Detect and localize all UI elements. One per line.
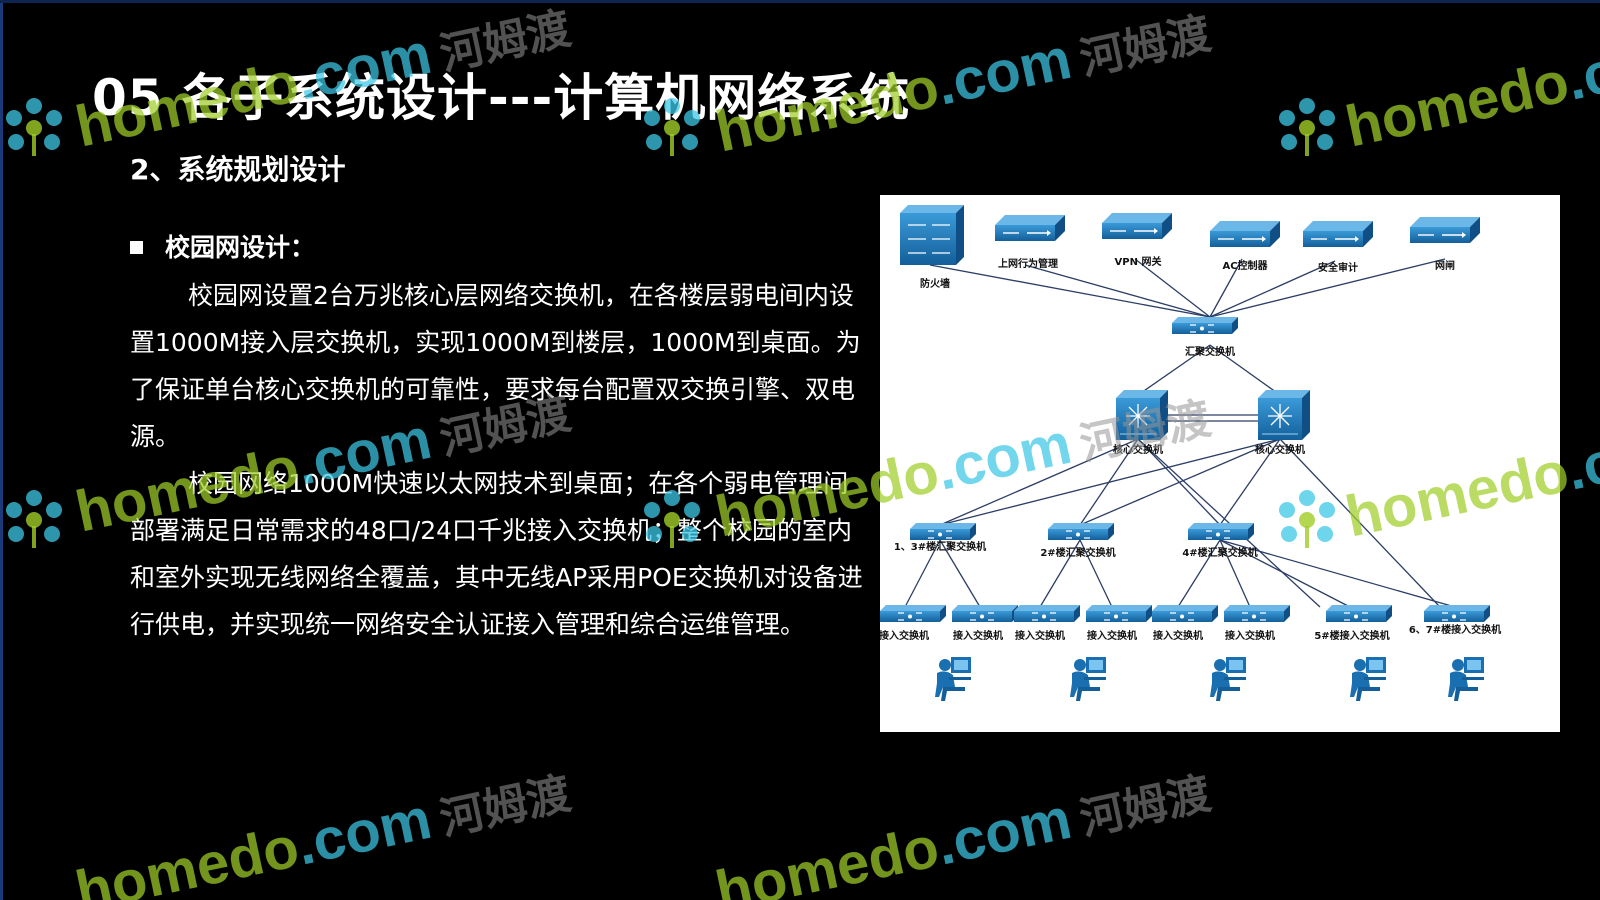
section-subtitle: 2、系统规划设计: [130, 153, 346, 186]
label-aggregation-switch: 汇聚交换机: [1185, 345, 1235, 358]
label-floor-agg-2: 2#楼汇聚交换机: [1040, 546, 1115, 559]
watermark-logo-1-icon: [6, 98, 62, 156]
bullet-heading-text: 校园网设计：: [165, 233, 316, 262]
label-security-audit: 安全审计: [1318, 261, 1358, 274]
access-switch-2: [951, 604, 1019, 623]
access-switch-3: [1013, 604, 1081, 623]
label-access-7: 5#楼接入交换机: [1314, 629, 1389, 642]
user-workstation-3-icon: [1210, 657, 1246, 701]
gatekeeper-device: [1409, 216, 1481, 244]
label-core-switch-2: 核心交换机: [1255, 443, 1305, 456]
paragraph-2: 校园网络1000M快速以太网技术到桌面；在各个弱电管理间部署满足日常需求的48口…: [130, 469, 863, 639]
user-workstation-1-icon: [935, 657, 971, 701]
slide-title: 05 各子系统设计---计算机网络系统: [92, 69, 911, 127]
label-access-8: 6、7#楼接入交换机: [1409, 623, 1501, 636]
access-switch-5: [1151, 604, 1219, 623]
topology-svg: 防火墙 上网行为管理 VPN 网关 AC控制器 安全审计 网闸 汇聚交换机 核心…: [880, 205, 1501, 701]
aggregation-switch: [1171, 316, 1239, 335]
slide-top-border: [0, 0, 1600, 3]
body-text: 校园网设置2台万兆核心层网络交换机，在各楼层弱电间内设置1000M接入层交换机，…: [130, 272, 865, 648]
security-audit-device: [1302, 220, 1374, 248]
watermark-8: homedo.com河姆渡: [710, 769, 1216, 900]
floor-agg-switch-1: [909, 522, 977, 541]
watermark-3: homedo.com: [1340, 20, 1600, 160]
label-access-6: 接入交换机: [1225, 629, 1275, 642]
label-access-1: 接入交换机: [880, 629, 929, 642]
network-topology-diagram: 防火墙 上网行为管理 VPN 网关 AC控制器 安全审计 网闸 汇聚交换机 核心…: [880, 195, 1560, 732]
slide-left-border: [0, 0, 3, 900]
watermark-7: homedo.com河姆渡: [70, 769, 576, 900]
label-vpn-gateway: VPN 网关: [1115, 255, 1162, 268]
bullet-square-icon: [130, 240, 143, 254]
bullet-heading: 校园网设计：: [130, 228, 315, 264]
watermark-logo-3-icon: [1279, 98, 1335, 156]
user-workstation-5-icon: [1448, 657, 1484, 701]
user-workstation-4-icon: [1350, 657, 1386, 701]
label-behavior-mgmt: 上网行为管理: [998, 257, 1058, 270]
ac-controller-device: [1209, 220, 1281, 248]
core-switch-2: [1257, 389, 1311, 441]
label-firewall: 防火墙: [920, 277, 950, 290]
label-ac-controller: AC控制器: [1222, 259, 1268, 272]
label-floor-agg-1: 1、3#楼汇聚交换机: [894, 540, 986, 553]
floor-agg-switch-2: [1047, 522, 1115, 541]
core-switch-1: [1115, 389, 1169, 441]
label-core-switch-1: 核心交换机: [1113, 443, 1163, 456]
user-workstation-2-icon: [1070, 657, 1106, 701]
label-access-3: 接入交换机: [1015, 629, 1065, 642]
label-floor-agg-3: 4#楼汇聚交换机: [1182, 546, 1257, 559]
connection-lines: [904, 258, 1456, 608]
vpn-gateway-device: [1101, 212, 1173, 240]
label-gatekeeper: 网闸: [1435, 259, 1455, 272]
label-access-4: 接入交换机: [1087, 629, 1137, 642]
label-access-2: 接入交换机: [953, 629, 1003, 642]
behavior-mgmt-device: [994, 214, 1066, 242]
watermark-logo-4-icon: [6, 490, 62, 548]
firewall-device: [900, 205, 964, 265]
access-switch-8: [1423, 604, 1491, 623]
access-switch-7: [1325, 604, 1393, 623]
access-switch-4: [1085, 604, 1153, 623]
access-switch-1: [880, 604, 947, 623]
access-switch-6: [1223, 604, 1291, 623]
label-access-5: 接入交换机: [1153, 629, 1203, 642]
floor-agg-switch-3: [1187, 522, 1255, 541]
paragraph-1: 校园网设置2台万兆核心层网络交换机，在各楼层弱电间内设置1000M接入层交换机，…: [130, 281, 861, 451]
